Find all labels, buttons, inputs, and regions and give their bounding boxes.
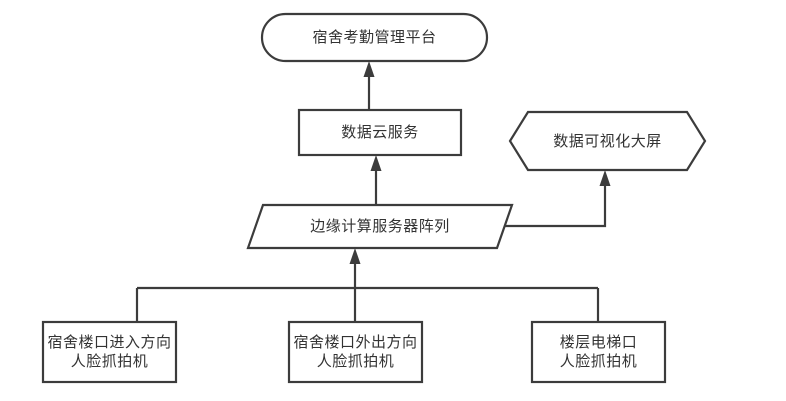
node-camera-exit-shape[interactable] xyxy=(287,320,424,384)
node-visualization-shape[interactable] xyxy=(508,110,707,172)
node-edge-server-shape[interactable] xyxy=(246,203,514,250)
edge-cloud-to-platform xyxy=(363,61,375,110)
node-camera-entry-shape[interactable] xyxy=(41,320,178,384)
edge-cameras-to-server xyxy=(349,248,361,288)
edge-server-to-cloud xyxy=(370,155,382,205)
node-camera-elevator-shape[interactable] xyxy=(530,320,667,384)
node-platform-shape[interactable] xyxy=(260,12,489,63)
node-cloud-service-shape[interactable] xyxy=(297,108,463,157)
edge-server-to-visualization xyxy=(505,170,611,228)
